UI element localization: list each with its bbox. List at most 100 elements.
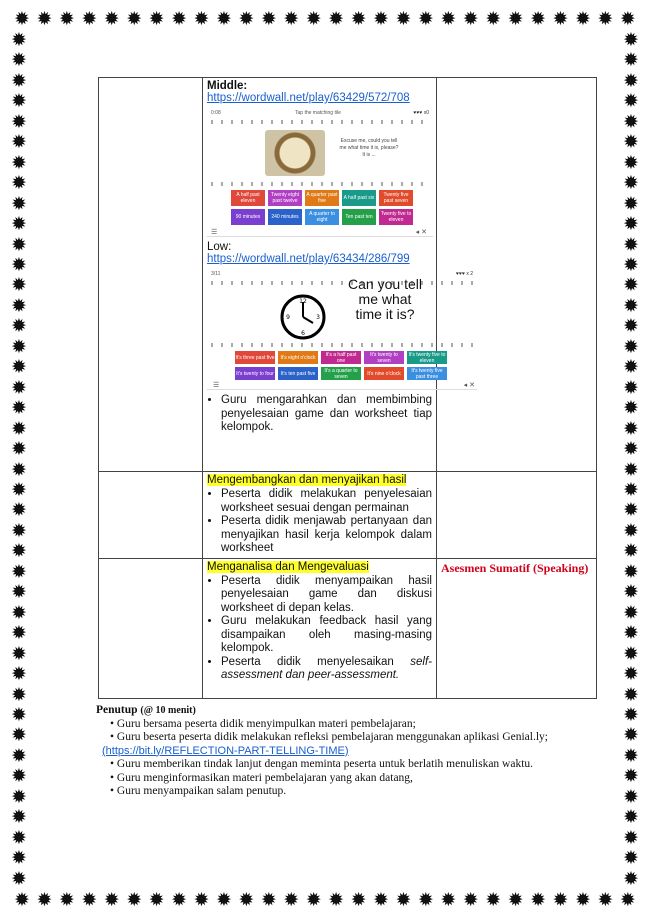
- star-ornament-icon: ✹: [11, 30, 27, 51]
- star-ornament-icon: ✹: [58, 889, 75, 911]
- list-item: • Guru menginformasikan materi pembelaja…: [110, 771, 413, 784]
- answer-tile[interactable]: 240 minutes: [268, 209, 302, 225]
- star-ornament-icon: ✹: [623, 90, 639, 113]
- star-ornament-icon: ✹: [530, 8, 546, 30]
- list-item: Peserta didik menjawab pertanyaan dan me…: [221, 515, 432, 556]
- svg-text:3: 3: [316, 314, 320, 321]
- star-ornament-icon: ✹: [623, 253, 639, 276]
- star-ornament-icon: ✹: [623, 213, 639, 236]
- star-ornament-icon: ✹: [260, 889, 277, 911]
- answer-tile[interactable]: It's three past five: [235, 351, 275, 364]
- star-ornament-icon: ✹: [11, 560, 27, 583]
- star-ornament-icon: ✹: [283, 889, 300, 911]
- star-ornament-icon: ✹: [623, 356, 639, 379]
- star-ornament-icon: ✹: [283, 8, 300, 30]
- star-ornament-icon: ✹: [623, 315, 639, 338]
- game-lives: ♥♥♥ x 2: [456, 271, 473, 277]
- star-ornament-icon: ✹: [81, 889, 98, 911]
- star-ornament-icon: ✹: [11, 867, 27, 889]
- star-ornament-icon: ✹: [126, 889, 143, 911]
- lesson-activity-table: Middle: https://wordwall.net/play/63429/…: [98, 77, 597, 699]
- star-ornament-icon: ✹: [260, 8, 277, 30]
- menu-icon[interactable]: ☰: [213, 382, 220, 389]
- reflection-link[interactable]: (https://bit.ly/REFLECTION-PART-TELLING-…: [102, 744, 349, 757]
- star-ornament-icon: ✹: [11, 274, 27, 297]
- answer-tile[interactable]: A half past eleven: [231, 190, 265, 206]
- star-ornament-icon: ✹: [623, 724, 639, 747]
- answer-tile[interactable]: It's nine o'clock: [364, 367, 404, 380]
- star-ornament-icon: ✹: [623, 274, 639, 297]
- star-ornament-icon: ✹: [552, 8, 569, 30]
- star-ornament-icon: ✹: [574, 889, 591, 911]
- guidance-list: Guru mengarahkan dan membimbing penyeles…: [207, 394, 432, 435]
- answer-tile[interactable]: It's twenty five past three: [407, 367, 447, 380]
- star-ornament-icon: ✹: [11, 765, 27, 788]
- answer-tile[interactable]: It's a half past one: [321, 351, 361, 364]
- dotted-progress: [211, 343, 473, 347]
- star-ornament-icon: ✹: [11, 826, 27, 849]
- low-wordwall-link[interactable]: https://wordwall.net/play/63434/286/799: [207, 253, 410, 265]
- answer-tile[interactable]: Twenty eight past twelve: [268, 190, 302, 206]
- star-ornament-icon: ✹: [148, 889, 165, 911]
- game-lives: ♥♥♥ x0: [413, 110, 429, 116]
- star-ornament-icon: ✹: [11, 397, 27, 420]
- list-item: Peserta didik menyelesaikan self-assessm…: [221, 656, 432, 683]
- answer-tile[interactable]: It's twenty five to eleven: [407, 351, 447, 364]
- list-item-text: Guru menyampaikan salam penutup.: [116, 785, 287, 797]
- answer-tile[interactable]: 90 minutes: [231, 209, 265, 225]
- star-ornament-icon: ✹: [623, 683, 639, 706]
- section-heading: Menganalisa dan Mengevaluasi: [207, 560, 369, 573]
- star-ornament-icon: ✹: [623, 867, 639, 889]
- star-ornament-icon: ✹: [11, 90, 27, 113]
- star-ornament-icon: ✹: [11, 131, 27, 154]
- answer-tile[interactable]: Twenty five past seven: [379, 190, 413, 206]
- answer-tile[interactable]: It's ten past five: [278, 367, 318, 380]
- star-ornament-icon: ✹: [485, 889, 502, 911]
- star-ornament-icon: ✹: [11, 356, 27, 379]
- star-ornament-icon: ✹: [373, 889, 389, 911]
- answer-tile[interactable]: Twenty five to eleven: [379, 209, 413, 225]
- answer-tile[interactable]: A half past six: [342, 190, 376, 206]
- star-ornament-icon: ✹: [417, 8, 434, 30]
- answer-tile[interactable]: Ten past ten: [342, 209, 376, 225]
- star-ornament-icon: ✹: [11, 519, 27, 542]
- answer-tile[interactable]: It's twenty to seven: [364, 351, 404, 364]
- star-ornament-icon: ✹: [11, 724, 27, 747]
- star-ornament-icon: ✹: [623, 397, 639, 420]
- answer-tile[interactable]: A quarter past five: [305, 190, 339, 206]
- star-ornament-icon: ✹: [623, 192, 639, 215]
- star-ornament-icon: ✹: [623, 172, 639, 195]
- star-ornament-icon: ✹: [171, 8, 187, 30]
- star-ornament-icon: ✹: [11, 253, 27, 276]
- star-ornament-icon: ✹: [11, 233, 27, 256]
- star-ornament-icon: ✹: [215, 889, 232, 911]
- list-item: Peserta didik menyampaikan hasil penyele…: [221, 575, 432, 616]
- section-heading: Mengembangkan dan menyajikan hasil: [207, 474, 407, 486]
- star-ornament-icon: ✹: [148, 8, 165, 30]
- list-item: • Guru memberikan tindak lanjut dengan m…: [110, 758, 534, 770]
- star-ornament-icon: ✹: [623, 69, 639, 92]
- star-ornament-icon: ✹: [373, 8, 389, 30]
- star-ornament-icon: ✹: [623, 294, 639, 317]
- svg-text:12: 12: [299, 298, 307, 305]
- star-ornament-icon: ✹: [11, 622, 27, 645]
- star-ornament-icon: ✹: [619, 8, 636, 30]
- answer-tile[interactable]: A quarter to eight: [305, 209, 339, 225]
- answer-tile[interactable]: It's twenty to four: [235, 367, 275, 380]
- sound-close-icon[interactable]: ◂ ✕: [415, 229, 427, 236]
- table-cell-empty: [98, 77, 203, 472]
- assessment-label: Asesmen Sumatif (Speaking): [441, 560, 589, 575]
- answer-tile[interactable]: It's eight o'clock: [278, 351, 318, 364]
- menu-icon[interactable]: ☰: [211, 229, 218, 236]
- list-item-text: Guru beserta peserta didik melakukan ref…: [116, 731, 548, 743]
- middle-wordwall-link[interactable]: https://wordwall.net/play/63429/572/708: [207, 92, 410, 104]
- sound-close-icon[interactable]: ◂ ✕: [463, 382, 475, 389]
- star-ornament-icon: ✹: [462, 8, 479, 30]
- star-ornament-icon: ✹: [623, 335, 639, 358]
- star-ornament-icon: ✹: [417, 889, 434, 911]
- answer-tile[interactable]: It's a quarter to seven: [321, 367, 361, 380]
- star-ornament-icon: ✹: [395, 8, 412, 30]
- star-ornament-icon: ✹: [81, 8, 98, 30]
- star-ornament-icon: ✹: [11, 172, 27, 195]
- star-ornament-icon: ✹: [623, 744, 639, 767]
